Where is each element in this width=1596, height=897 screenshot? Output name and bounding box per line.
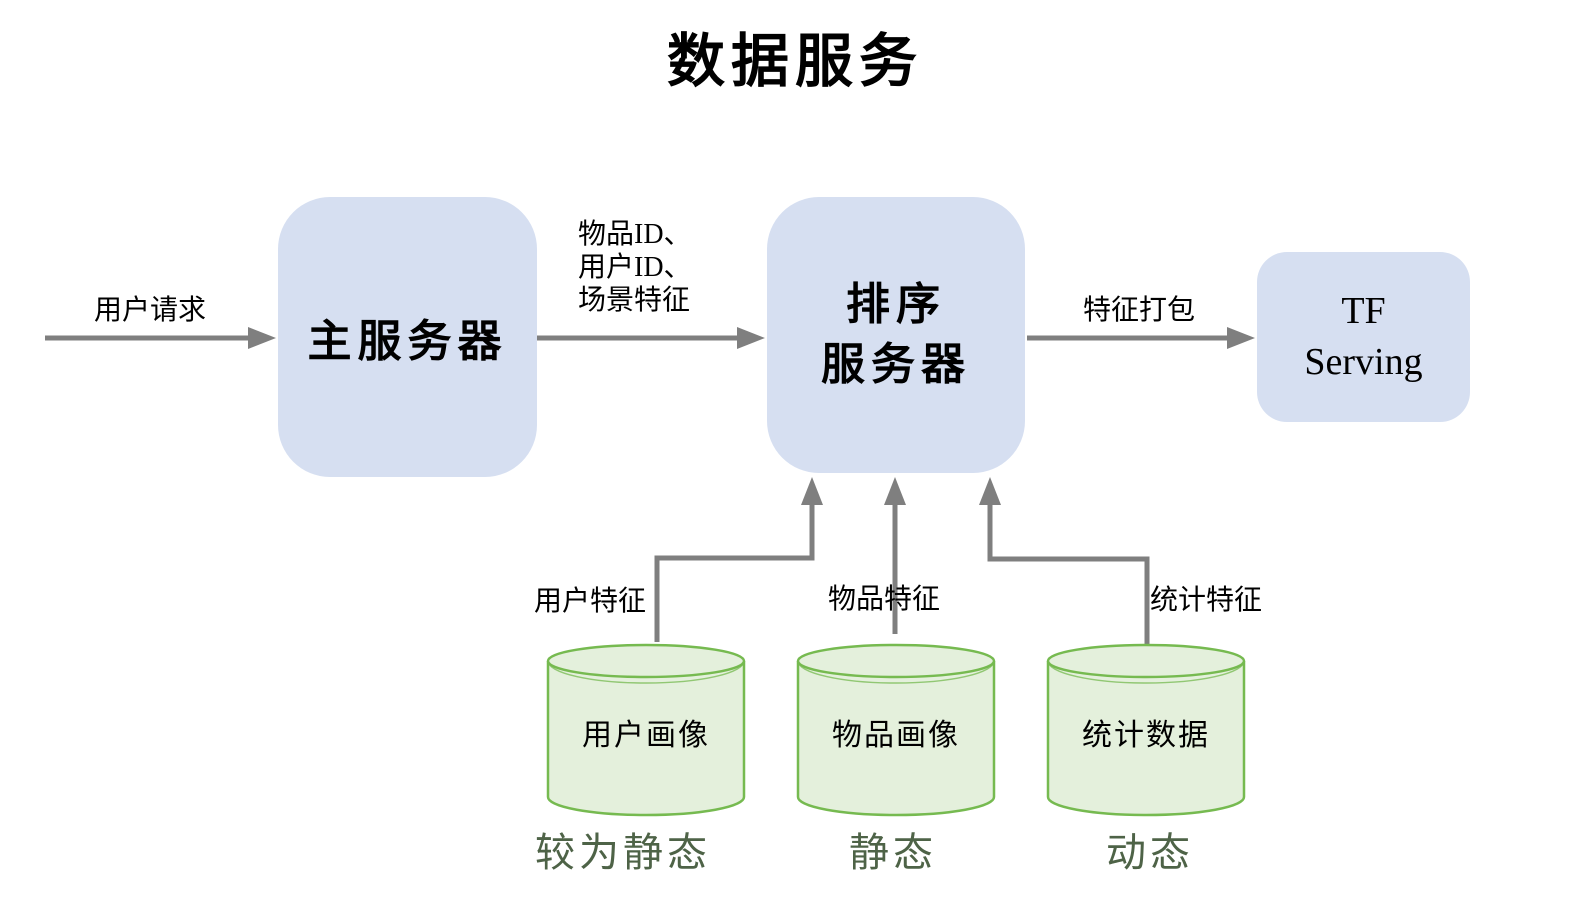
feature-packing-label: 特征打包 bbox=[1082, 295, 1195, 326]
stats-database-label: 统计数据 bbox=[1082, 719, 1210, 752]
item-profile-database-label: 物品画像 bbox=[832, 719, 960, 752]
tf-serving-node: TF Serving bbox=[1257, 252, 1470, 422]
ranking-to-tf-arrow bbox=[1027, 327, 1255, 349]
user-features-label: 用户特征 bbox=[533, 586, 646, 617]
user-request-label: 用户请求 bbox=[93, 295, 206, 326]
ranking-server-node: 排序 服务器 bbox=[767, 197, 1025, 473]
diagram-title: 数据服务 bbox=[666, 29, 923, 94]
user-request-arrow bbox=[45, 327, 276, 349]
main-server-node: 主服务器 bbox=[278, 197, 537, 477]
user-features-connector bbox=[654, 477, 823, 642]
stats-caption: 动态 bbox=[1106, 830, 1194, 875]
main-to-ranking-arrow bbox=[537, 327, 765, 349]
user-profile-caption: 较为静态 bbox=[535, 830, 711, 875]
user-profile-database-shape bbox=[546, 643, 746, 817]
item-profile-database-shape bbox=[796, 643, 996, 817]
item-features-connector bbox=[884, 477, 906, 634]
item-features-label: 物品特征 bbox=[827, 584, 940, 615]
stat-features-label: 统计特征 bbox=[1149, 585, 1262, 616]
item-profile-caption: 静态 bbox=[849, 830, 937, 875]
user-profile-database-label: 用户画像 bbox=[582, 719, 710, 752]
stats-database-shape bbox=[1046, 643, 1246, 817]
ids-and-scene-label: 物品ID、 用户ID、 场景特征 bbox=[578, 219, 692, 316]
stat-features-connector bbox=[979, 477, 1150, 648]
